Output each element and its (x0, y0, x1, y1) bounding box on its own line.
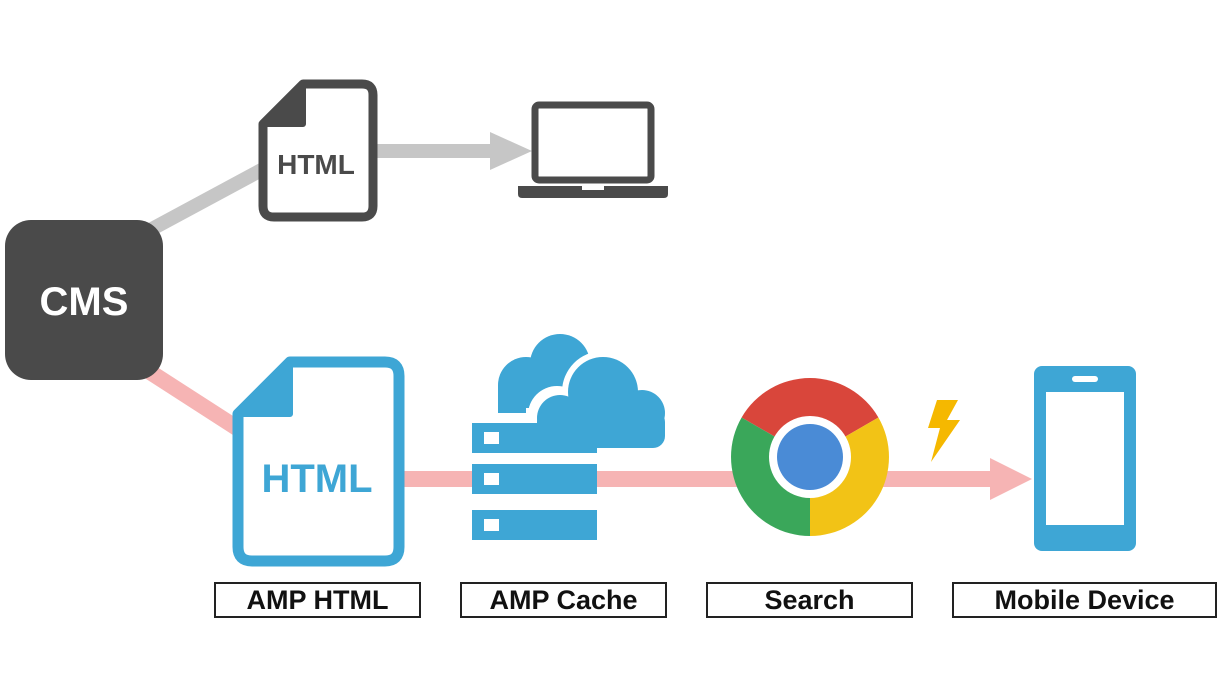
cloud-server-icon (470, 334, 671, 540)
smartphone-icon (1034, 366, 1136, 551)
laptop-icon (518, 101, 668, 198)
server-icon (472, 423, 597, 540)
html-document-icon: HTML (258, 79, 378, 222)
gray-arrow-head (490, 132, 532, 170)
cms-box: CMS (5, 220, 163, 380)
amp-html-document-icon: HTML (232, 356, 405, 567)
mobile-device-label: Mobile Device (952, 582, 1217, 618)
pink-arrow-head (990, 458, 1032, 500)
search-label: Search (706, 582, 913, 618)
chrome-icon (731, 378, 889, 536)
amp-cache-label: AMP Cache (460, 582, 667, 618)
desktop-flow-path (143, 132, 532, 237)
amp-html-document-label: HTML (261, 457, 372, 501)
lightning-icon (928, 400, 960, 462)
cms-label: CMS (40, 280, 129, 324)
html-document-label: HTML (277, 149, 355, 180)
amp-html-label: AMP HTML (214, 582, 421, 618)
